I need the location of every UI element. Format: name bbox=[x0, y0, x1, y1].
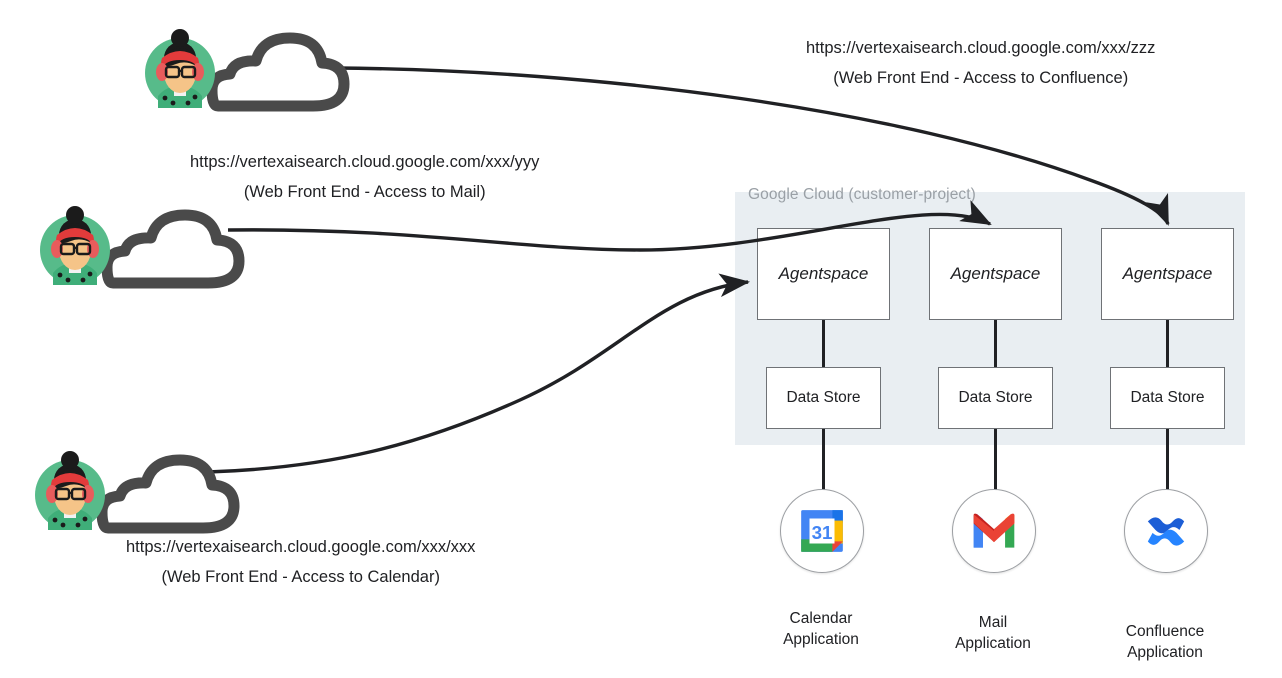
agentspace-label: Agentspace bbox=[778, 264, 869, 283]
app-circle-confluence[interactable] bbox=[1124, 489, 1208, 573]
gmail-icon bbox=[973, 513, 1015, 548]
caption-url: https://vertexaisearch.cloud.google.com/… bbox=[190, 153, 540, 171]
user-group-confluence[interactable] bbox=[138, 18, 353, 118]
user-cloud-graphic bbox=[40, 206, 245, 289]
arrow-user-calendar bbox=[207, 273, 751, 474]
app-label-line2: Application bbox=[955, 635, 1031, 652]
datastore-label: Data Store bbox=[786, 389, 861, 406]
user-avatar-icon bbox=[40, 206, 110, 285]
google-calendar-icon: 31 bbox=[801, 510, 843, 552]
agentspace-label: Agentspace bbox=[950, 264, 1041, 283]
connector-datastore-app-3 bbox=[1166, 429, 1169, 491]
caption-url: https://vertexaisearch.cloud.google.com/… bbox=[126, 538, 476, 556]
confluence-icon bbox=[1147, 517, 1185, 546]
caption-url: https://vertexaisearch.cloud.google.com/… bbox=[806, 39, 1156, 57]
caption-confluence: https://vertexaisearch.cloud.google.com/… bbox=[806, 33, 1155, 93]
connector-agentspace-datastore-2 bbox=[994, 320, 997, 367]
user-avatar-icon bbox=[35, 451, 105, 530]
app-label-line2: Application bbox=[1127, 644, 1203, 661]
google-cloud-container-label: Google Cloud (customer-project) bbox=[748, 186, 976, 203]
app-label-confluence: Confluence Application bbox=[1070, 621, 1260, 663]
user-cloud-graphic bbox=[145, 29, 350, 112]
agentspace-box-calendar[interactable]: Agentspace bbox=[757, 228, 890, 320]
connector-datastore-app-2 bbox=[994, 429, 997, 491]
datastore-box-calendar[interactable]: Data Store bbox=[766, 367, 881, 429]
datastore-box-confluence[interactable]: Data Store bbox=[1110, 367, 1225, 429]
app-label-calendar: Calendar Application bbox=[726, 608, 916, 650]
calendar-day-number: 31 bbox=[812, 522, 833, 543]
app-circle-calendar[interactable]: 31 bbox=[780, 489, 864, 573]
caption-calendar: https://vertexaisearch.cloud.google.com/… bbox=[126, 532, 475, 592]
caption-description: (Web Front End - Access to Mail) bbox=[243, 183, 486, 201]
caption-mail: https://vertexaisearch.cloud.google.com/… bbox=[190, 147, 539, 207]
caption-description: (Web Front End - Access to Calendar) bbox=[161, 568, 440, 586]
connector-agentspace-datastore-3 bbox=[1166, 320, 1169, 367]
connector-datastore-app-1 bbox=[822, 429, 825, 491]
app-label-mail: Mail Application bbox=[898, 612, 1088, 654]
datastore-label: Data Store bbox=[1130, 389, 1205, 406]
user-cloud-graphic bbox=[35, 451, 240, 534]
user-group-calendar[interactable] bbox=[28, 440, 243, 540]
app-label-line1: Mail bbox=[978, 614, 1008, 631]
agentspace-label: Agentspace bbox=[1122, 264, 1213, 283]
user-group-mail[interactable] bbox=[33, 195, 248, 295]
datastore-box-mail[interactable]: Data Store bbox=[938, 367, 1053, 429]
app-label-line1: Confluence bbox=[1125, 623, 1205, 640]
user-avatar-icon bbox=[145, 29, 215, 108]
cloud-icon bbox=[96, 454, 240, 534]
caption-description: (Web Front End - Access to Confluence) bbox=[833, 69, 1129, 87]
cloud-icon bbox=[206, 32, 350, 112]
app-circle-mail[interactable] bbox=[952, 489, 1036, 573]
app-label-line1: Calendar bbox=[789, 610, 853, 627]
cloud-icon bbox=[101, 209, 245, 289]
datastore-label: Data Store bbox=[958, 389, 1033, 406]
app-label-line2: Application bbox=[783, 631, 859, 648]
agentspace-box-confluence[interactable]: Agentspace bbox=[1101, 228, 1234, 320]
connector-agentspace-datastore-1 bbox=[822, 320, 825, 367]
agentspace-box-mail[interactable]: Agentspace bbox=[929, 228, 1062, 320]
